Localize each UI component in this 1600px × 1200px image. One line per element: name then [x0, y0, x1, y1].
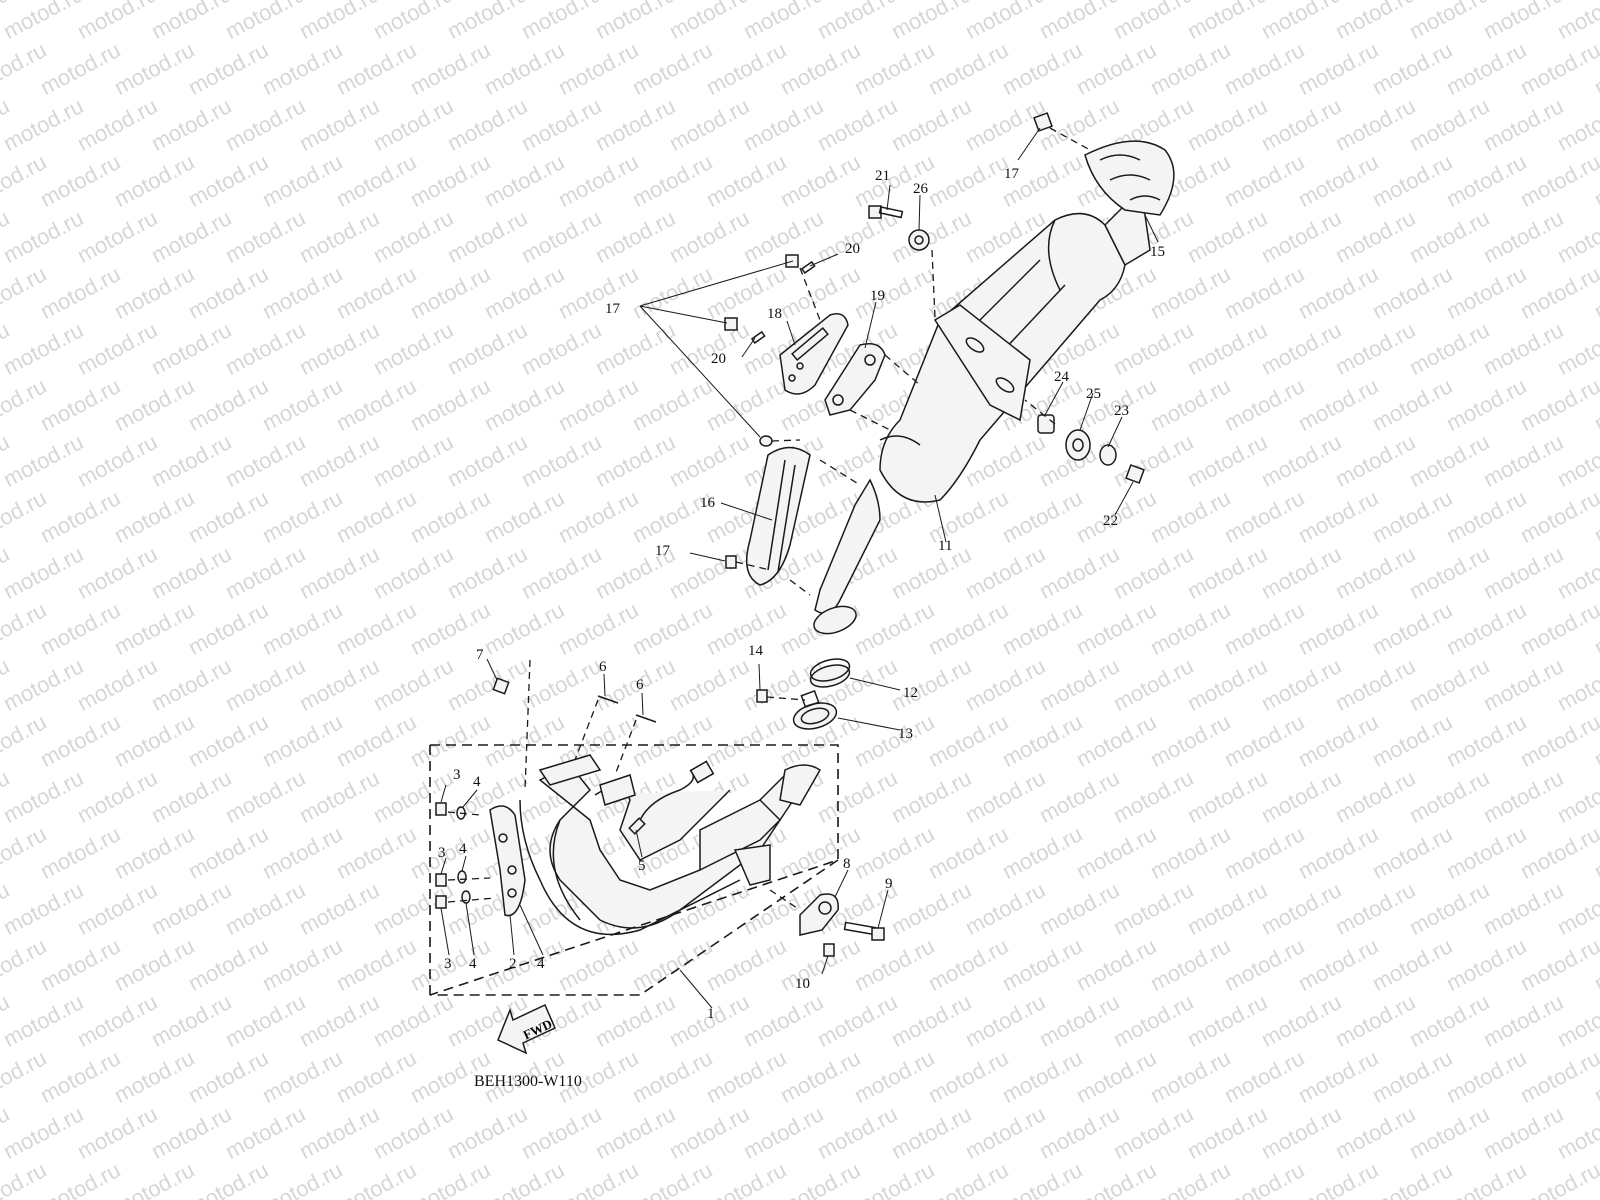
gaskets-6 — [597, 695, 657, 723]
washer-26 — [908, 229, 930, 251]
callout-1: 1 — [707, 1006, 715, 1022]
washer-23 — [1099, 444, 1117, 466]
callout-6: 6 — [599, 659, 607, 675]
heat-shield-16 — [745, 446, 811, 586]
callout-26: 26 — [913, 181, 929, 197]
bracket-18 — [779, 313, 849, 395]
guide-lines — [447, 127, 1091, 911]
bolt-9 — [843, 921, 885, 941]
leader-lines — [440, 127, 1159, 1009]
collar-24 — [1037, 414, 1055, 434]
callout-17: 17 — [1004, 166, 1020, 182]
callout-4: 4 — [473, 774, 481, 790]
callout-3: 3 — [453, 767, 461, 783]
exhaust-pipe-assembly — [489, 754, 821, 936]
callout-3: 3 — [438, 845, 446, 861]
washers-20 — [750, 260, 816, 344]
callout-8: 8 — [843, 856, 851, 872]
callout-4: 4 — [537, 956, 545, 972]
forward-direction-arrow: FWD — [497, 1003, 556, 1055]
gasket-12 — [809, 658, 851, 688]
nut-22 — [1125, 464, 1145, 484]
assembly-1-frame — [429, 744, 839, 996]
callout-21: 21 — [875, 168, 890, 184]
callout-3: 3 — [444, 956, 452, 972]
callout-13: 13 — [898, 726, 913, 742]
callout-16: 16 — [700, 495, 716, 511]
callout-2: 2 — [509, 956, 517, 972]
callout-10: 10 — [795, 976, 810, 992]
callout-18: 18 — [767, 306, 782, 322]
callout-23: 23 — [1114, 403, 1129, 419]
callout-9: 9 — [885, 876, 893, 892]
callout-12: 12 — [903, 685, 918, 701]
callout-25: 25 — [1086, 386, 1101, 402]
callout-6: 6 — [636, 677, 644, 693]
callout-5: 5 — [638, 858, 646, 874]
muffler — [813, 203, 1151, 635]
callout-24: 24 — [1054, 369, 1070, 385]
nut-7 — [492, 677, 510, 695]
callout-4: 4 — [469, 956, 477, 972]
bolt-14 — [756, 689, 806, 703]
bolt-10 — [823, 943, 835, 957]
callout-19: 19 — [870, 288, 885, 304]
callout-22: 22 — [1103, 513, 1118, 529]
callout-4: 4 — [459, 841, 467, 857]
diagram-code: BEH1300-W110 — [474, 1073, 582, 1090]
damper-25 — [1065, 429, 1091, 461]
callout-20: 20 — [711, 351, 726, 367]
callout-11: 11 — [938, 538, 952, 554]
bracket-19 — [824, 343, 886, 416]
callout-labels: 17 21 26 15 20 17 18 19 20 24 25 23 22 1… — [438, 166, 1165, 1022]
callout-20: 20 — [845, 241, 860, 257]
callout-7: 7 — [476, 647, 484, 663]
clamp-13 — [792, 690, 838, 730]
callout-14: 14 — [748, 643, 764, 659]
callout-17: 17 — [605, 301, 621, 317]
muffler-end-cap — [1084, 140, 1175, 216]
callout-15: 15 — [1150, 244, 1165, 260]
bracket-8 — [799, 893, 839, 936]
bolt-21 — [868, 205, 904, 219]
callout-17: 17 — [655, 543, 671, 559]
